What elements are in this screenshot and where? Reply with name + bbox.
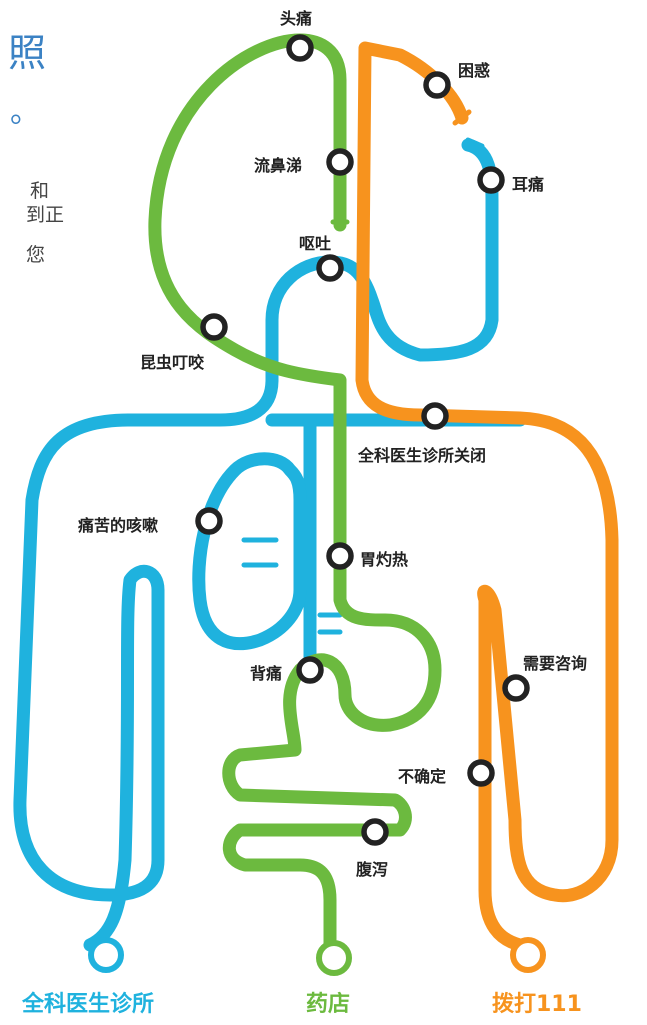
emergency-line [355,41,619,952]
call-terminal-marker[interactable] [510,937,546,973]
unsure-station[interactable] [467,759,495,787]
body-text-fragment-2: 到正 [26,204,65,226]
heartburn-station[interactable] [326,542,354,570]
headache-label: 头痛 [280,9,313,28]
painful-cough-station[interactable] [195,507,223,535]
pharmacy-line [148,33,442,957]
earache-station[interactable] [477,166,505,194]
unsure-label: 不确定 [398,767,447,786]
confused-station[interactable] [423,71,451,99]
gp-closed-station[interactable] [421,402,449,430]
back-pain-label: 背痛 [250,664,283,683]
runny-nose-label: 流鼻涕 [254,156,303,175]
pharmacy-terminal-marker[interactable] [316,940,352,976]
need-advice-label: 需要咨询 [523,654,588,673]
headache-station[interactable] [286,34,314,62]
pharmacy-terminal-label[interactable]: 药店 [306,992,351,1017]
page-period-fragment: 。 [10,95,40,130]
earache-label: 耳痛 [512,175,545,194]
body-text-fragment-3: 您 [26,244,46,266]
gp-closed-label: 全科医生诊所关闭 [358,446,487,465]
call-terminal-label[interactable]: 拨打111 [492,992,582,1017]
gp-terminal-label[interactable]: 全科医生诊所 [22,992,155,1017]
runny-nose-station[interactable] [326,148,354,176]
back-pain-station[interactable] [296,656,324,684]
body-text-fragment-1: 和 [30,180,50,202]
painful-cough-label: 痛苦的咳嗽 [78,516,159,535]
need-advice-station[interactable] [502,674,530,702]
vomiting-label: 呕吐 [299,234,332,253]
vomiting-station[interactable] [316,254,344,282]
confused-label: 困惑 [458,61,491,80]
gp-terminal-marker[interactable] [88,937,124,973]
diarrhea-station[interactable] [361,818,389,846]
diarrhea-label: 腹泻 [356,860,389,879]
insect-bite-station[interactable] [200,313,228,341]
insect-bite-label: 昆虫叮咬 [140,353,205,372]
clinic-line [13,137,527,952]
heartburn-label: 胃灼热 [360,550,409,569]
page-title-fragment: 照 [8,31,47,75]
